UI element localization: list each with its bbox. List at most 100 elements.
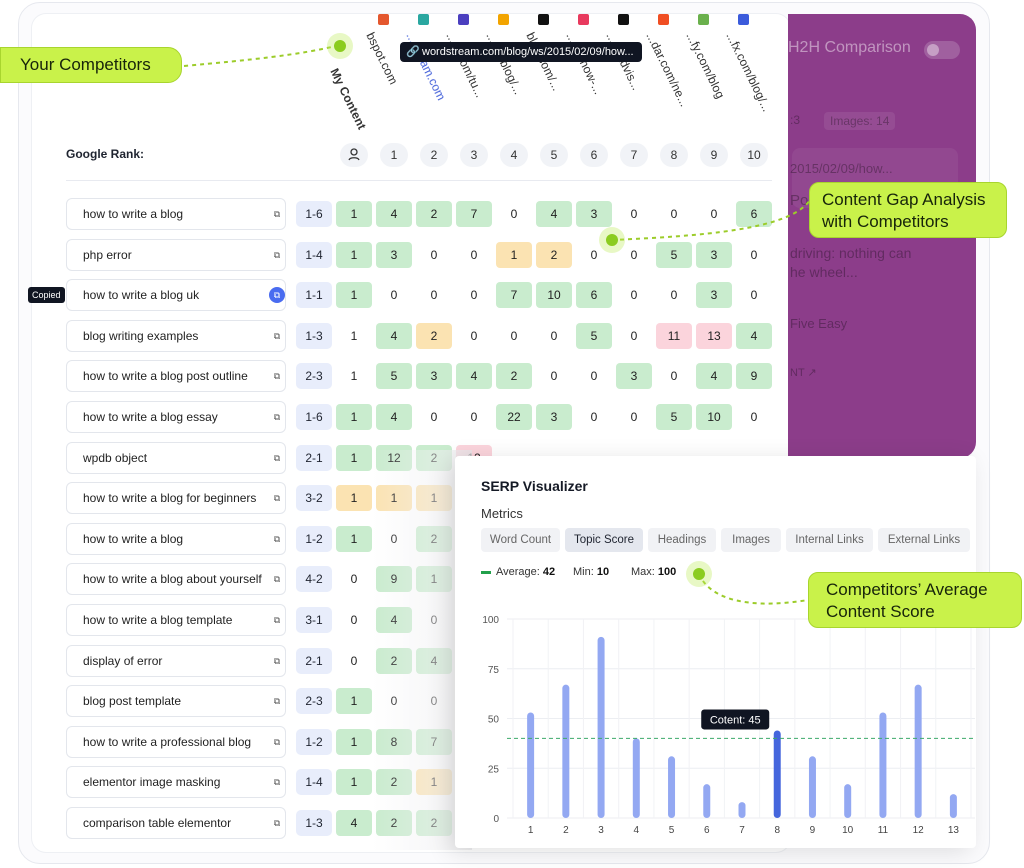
rank-range-badge: 2-1 [296, 647, 332, 674]
competitor-header[interactable]: ...er.com/tu... [443, 14, 487, 144]
keyword-label: how to write a blog post outline [83, 369, 248, 384]
rank-range-badge: 3-1 [296, 607, 332, 633]
keyword-field[interactable]: how to write a blog⧉ [66, 522, 286, 555]
copy-icon[interactable]: ⧉ [273, 818, 281, 828]
h2h-link[interactable]: NT ↗ [790, 367, 817, 379]
keyword-field[interactable]: comparison table elementor⧉ [66, 807, 286, 839]
metric-tab[interactable]: External Links [878, 528, 970, 552]
copy-icon[interactable]: ⧉ [273, 209, 281, 219]
rank-range-badge: 2-1 [296, 444, 332, 471]
keyword-field[interactable]: how to write a blog for beginners⧉ [66, 482, 286, 515]
copy-icon[interactable]: ⧉ [273, 533, 281, 544]
link-icon: 🔗 [406, 46, 420, 58]
metric-tab[interactable]: Headings [648, 528, 716, 552]
favicon-icon [658, 14, 669, 25]
copy-icon[interactable]: ⧉ [273, 574, 281, 585]
score-cell: 5 [656, 241, 692, 268]
copy-icon[interactable]: ⧉ [273, 493, 281, 504]
metric-tab[interactable]: Images [721, 528, 781, 552]
rank-position: 2 [420, 143, 448, 167]
copy-icon[interactable]: ⧉ [273, 736, 281, 747]
score-cell: 1 [336, 769, 372, 796]
metric-tab[interactable]: Topic Score [565, 528, 643, 552]
copy-icon[interactable]: ⧉ [273, 249, 281, 260]
competitor-header[interactable]: blog.com/... [523, 14, 564, 144]
min-value: 10 [596, 566, 610, 578]
keyword-field[interactable]: php error ⧉ [66, 238, 286, 271]
score-cell: 0 [550, 369, 558, 384]
competitor-header[interactable]: ...dar.com/ne... [643, 14, 692, 144]
x-tick-label: 10 [842, 825, 854, 836]
score-cell: 0 [750, 410, 758, 424]
metric-tab[interactable]: Word Count [481, 528, 560, 552]
score-cell: 0 [670, 288, 678, 303]
competitor-header[interactable]: ...m/advis... [603, 14, 643, 144]
keyword-field[interactable]: how to write a blog uk⧉ [66, 279, 286, 312]
keyword-field[interactable]: how to write a blog post outline ⧉ [66, 360, 286, 393]
bar [949, 794, 957, 818]
score-cell: 6 [736, 201, 772, 227]
h2h-toggle[interactable] [924, 41, 960, 59]
average-label: Average: [496, 566, 540, 578]
rank-range-badge: 4-2 [296, 566, 332, 593]
copy-icon[interactable]: ⧉ [269, 287, 285, 304]
average-legend-swatch [481, 571, 491, 574]
score-cell: 1 [336, 728, 372, 755]
competitor-header[interactable]: ...om/blog/... [483, 14, 526, 144]
x-tick-label: 5 [669, 825, 675, 836]
keyword-field[interactable]: how to write a professional blog⧉ [66, 725, 286, 758]
competitor-header[interactable]: bspot.com [363, 14, 401, 144]
copy-icon[interactable]: ⧉ [273, 412, 281, 422]
keyword-field[interactable]: how to write a blog about yourself⧉ [66, 563, 286, 596]
bar [914, 684, 922, 818]
bar [632, 738, 640, 818]
keyword-label: how to write a blog template [83, 613, 233, 627]
keyword-field[interactable]: display of error⧉ [66, 644, 286, 677]
keyword-field[interactable]: how to write a blog template ⧉ [66, 604, 286, 636]
competitor-header[interactable]: ...fy.com/blog [683, 14, 728, 144]
score-cell: 0 [350, 613, 358, 627]
score-cell: 3 [576, 201, 612, 227]
keyword-field[interactable]: wpdb object⧉ [66, 441, 286, 474]
keyword-field[interactable]: blog writing examples⧉ [66, 319, 286, 352]
score-cell: 0 [510, 328, 518, 343]
callout-average-score-line1: Competitors’ Average [826, 580, 988, 599]
copy-icon[interactable]: ⧉ [273, 615, 281, 625]
copy-icon[interactable]: ⧉ [273, 330, 281, 341]
keyword-field[interactable]: how to write a blog essay⧉ [66, 401, 286, 433]
y-tick-label: 100 [482, 615, 499, 626]
copy-icon[interactable]: ⧉ [273, 655, 281, 666]
keyword-field[interactable]: how to write a blog⧉ [66, 198, 286, 230]
competitor-header[interactable]: ...stream.com [403, 14, 448, 144]
keyword-field[interactable]: elementor image masking ⧉ [66, 766, 286, 799]
rank-position: 6 [580, 143, 608, 167]
score-cell: 0 [350, 653, 358, 668]
x-tick-label: 7 [739, 825, 745, 836]
competitor-header[interactable]: ...om/how-... [563, 14, 606, 144]
keyword-field[interactable]: blog post template⧉ [66, 685, 286, 718]
copy-icon[interactable]: ⧉ [273, 452, 281, 463]
rank-position: 8 [660, 143, 688, 167]
competitor-header[interactable]: ...fx.com/blog/... [723, 14, 774, 144]
bar-tooltip-text: Cotent: 45 [710, 714, 761, 726]
callout-content-gap-line2: with Competitors [822, 212, 949, 231]
score-cell: 2 [496, 363, 532, 390]
keyword-label: php error [83, 247, 132, 262]
copy-icon[interactable]: ⧉ [273, 696, 281, 707]
callout-average-score-line2: Content Score [826, 602, 935, 621]
copy-icon[interactable]: ⧉ [273, 777, 281, 788]
metrics-label: Metrics [481, 506, 523, 521]
metric-tab[interactable]: Internal Links [786, 528, 873, 552]
favicon-icon [378, 14, 389, 25]
keyword-label: elementor image masking [83, 775, 221, 790]
bar [738, 802, 746, 818]
copy-icon[interactable]: ⧉ [273, 371, 281, 382]
bar [773, 730, 781, 818]
score-cell: 1 [336, 444, 372, 471]
divider [66, 180, 772, 181]
x-tick-label: 9 [810, 825, 816, 836]
x-tick-label: 2 [563, 825, 569, 836]
y-tick-label: 25 [488, 764, 500, 775]
